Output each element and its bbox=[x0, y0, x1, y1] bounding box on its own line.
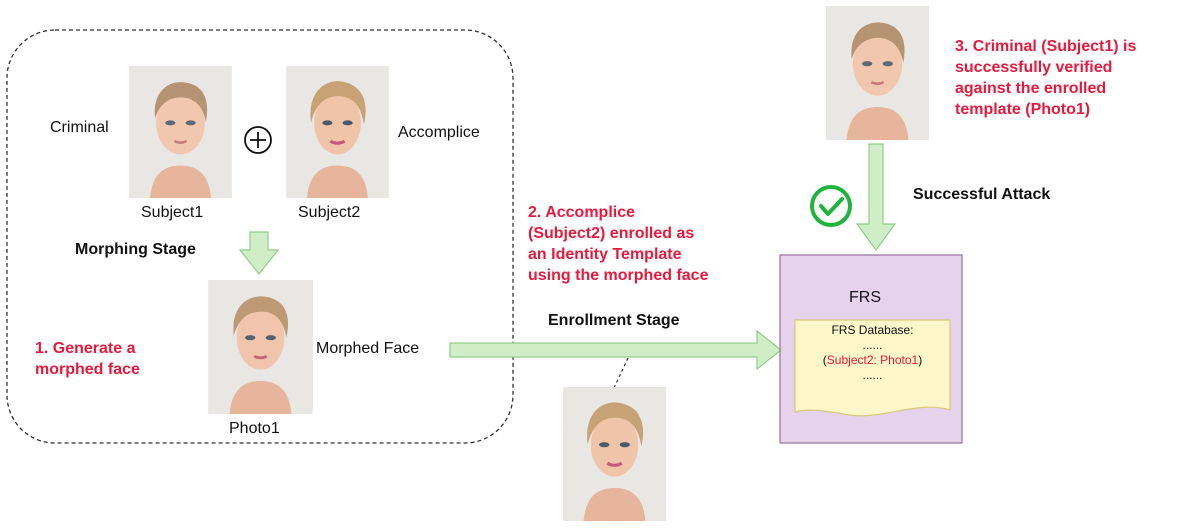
enrollment-stage-label: Enrollment Stage bbox=[548, 312, 680, 329]
db-entry-close: ) bbox=[918, 353, 923, 367]
step1-line: 1. Generate a bbox=[35, 340, 136, 357]
plus-circle-icon bbox=[244, 126, 272, 154]
morphed-face-label: Morphed Face bbox=[316, 340, 420, 357]
accomplice-label: Accomplice bbox=[398, 124, 480, 141]
criminal-label: Criminal bbox=[50, 119, 109, 136]
criminal-verification-photo bbox=[826, 6, 929, 140]
db-dots-bottom: ...... bbox=[862, 368, 883, 382]
step1-line: morphed face bbox=[35, 361, 140, 378]
subject2-photo bbox=[286, 66, 389, 198]
step2-line: 2. Accomplice bbox=[528, 204, 636, 221]
step3-text: 3. Criminal (Subject1) is successfully v… bbox=[955, 36, 1136, 120]
step2-line: an Identity Template bbox=[528, 246, 682, 263]
photo1-morphed-photo bbox=[208, 280, 313, 414]
step3-line: against the enrolled bbox=[955, 80, 1107, 97]
db-title: FRS Database: bbox=[831, 323, 914, 337]
enrolled-accomplice-photo bbox=[563, 387, 666, 521]
step2-line: (Subject2) enrolled as bbox=[528, 225, 695, 242]
subject1-caption: Subject1 bbox=[141, 204, 204, 221]
subject1-photo bbox=[129, 66, 232, 198]
step2-line: using the morphed face bbox=[528, 267, 709, 284]
enrolled-photo-connector bbox=[613, 357, 629, 389]
db-entry: (Subject2: Photo1) bbox=[795, 353, 950, 368]
frs-title: FRS bbox=[849, 289, 881, 306]
subject2-caption: Subject2 bbox=[298, 204, 361, 221]
morphing-arrow bbox=[238, 231, 280, 275]
photo1-caption: Photo1 bbox=[229, 420, 280, 437]
frs-database-content: FRS Database: ...... (Subject2: Photo1) … bbox=[795, 323, 950, 383]
step3-line: successfully verified bbox=[955, 59, 1113, 76]
enrollment-arrow bbox=[449, 329, 782, 371]
morphing-stage-label: Morphing Stage bbox=[75, 241, 196, 258]
successful-attack-label: Successful Attack bbox=[913, 186, 1051, 203]
check-circle-icon bbox=[810, 185, 852, 227]
step3-line: 3. Criminal (Subject1) is bbox=[955, 38, 1137, 55]
db-entry-open: ( bbox=[822, 353, 827, 367]
attack-arrow bbox=[855, 143, 897, 252]
step1-text: 1. Generate a morphed face bbox=[35, 338, 140, 380]
db-dots-top: ...... bbox=[862, 338, 883, 352]
step2-text: 2. Accomplice (Subject2) enrolled as an … bbox=[528, 202, 708, 286]
morphing-stage-region bbox=[6, 29, 514, 444]
step3-line: template (Photo1) bbox=[955, 101, 1091, 118]
frs-database-document bbox=[794, 319, 951, 417]
db-entry-value: Subject2: Photo1 bbox=[826, 353, 919, 367]
